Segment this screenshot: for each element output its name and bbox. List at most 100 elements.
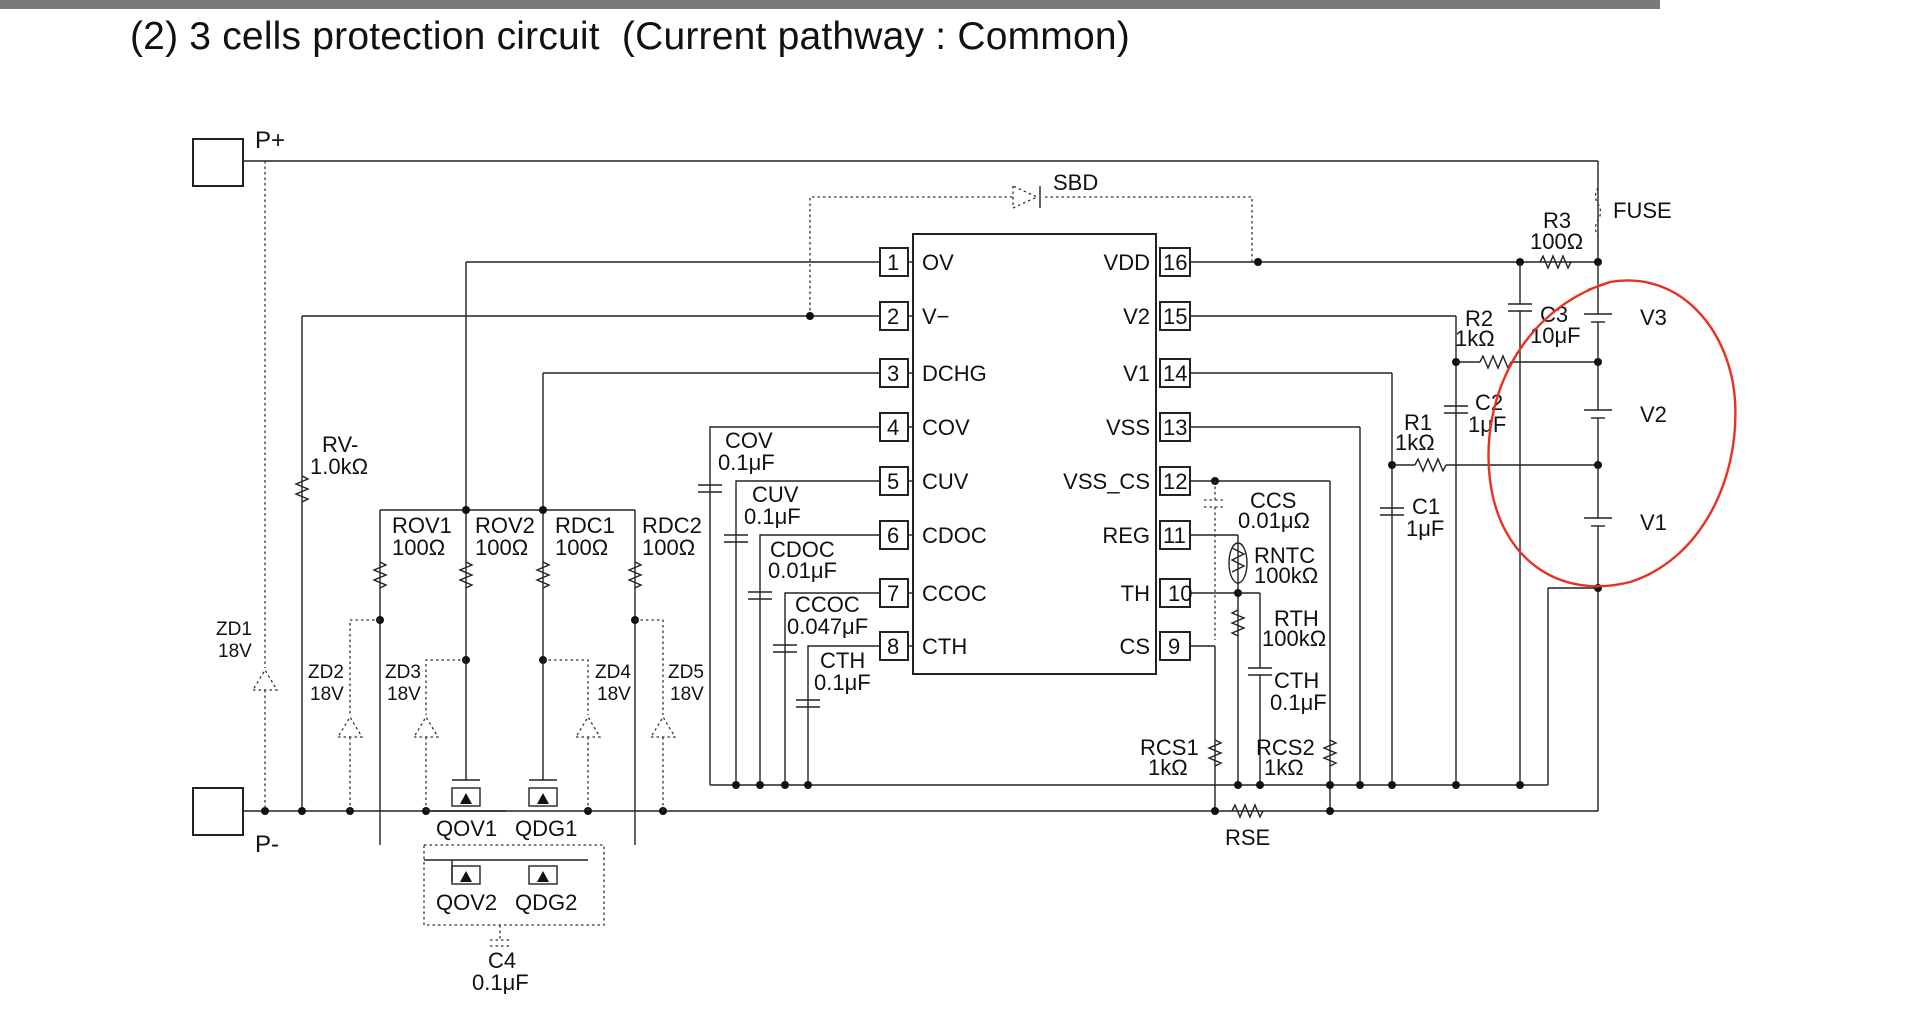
svg-text:VSS: VSS — [1106, 415, 1150, 440]
svg-text:P+: P+ — [255, 127, 285, 154]
svg-text:SBD: SBD — [1053, 170, 1098, 195]
svg-text:9: 9 — [1168, 634, 1180, 659]
svg-text:18V: 18V — [387, 684, 421, 705]
zener-diodes: ZD1 18V ZD2 18V ZD3 18V ZD4 18V ZD5 — [216, 161, 704, 811]
svg-text:18V: 18V — [218, 641, 252, 662]
top-bar — [0, 0, 1660, 9]
svg-text:100Ω: 100Ω — [1530, 229, 1583, 254]
svg-text:12: 12 — [1163, 469, 1187, 494]
svg-text:QOV2: QOV2 — [436, 890, 497, 915]
svg-text:CCOC: CCOC — [795, 592, 860, 617]
svg-text:CCOC: CCOC — [922, 581, 987, 606]
svg-text:16: 16 — [1163, 250, 1187, 275]
svg-text:100kΩ: 100kΩ — [1262, 626, 1326, 651]
svg-text:14: 14 — [1163, 361, 1187, 386]
svg-text:100kΩ: 100kΩ — [1254, 563, 1318, 588]
svg-text:11: 11 — [1163, 523, 1186, 548]
svg-text:CUV: CUV — [922, 469, 969, 494]
svg-text:0.01μΩ: 0.01μΩ — [1238, 508, 1310, 533]
svg-text:DCHG: DCHG — [922, 361, 987, 386]
svg-text:C4: C4 — [488, 948, 516, 973]
svg-text:100Ω: 100Ω — [392, 535, 445, 560]
svg-text:FUSE: FUSE — [1613, 198, 1672, 223]
terminal-p-plus: P+ — [192, 127, 285, 187]
svg-text:0.1μF: 0.1μF — [1270, 690, 1327, 715]
ic-chip: 1 2 3 4 5 6 7 8 OV V− DCHG COV CUV CDOC … — [879, 233, 1192, 675]
svg-text:R3: R3 — [1543, 208, 1571, 233]
svg-text:CTH: CTH — [820, 648, 865, 673]
svg-text:100Ω: 100Ω — [642, 535, 695, 560]
svg-text:6: 6 — [887, 523, 899, 548]
svg-text:TH: TH — [1121, 581, 1150, 606]
svg-text:0.01μF: 0.01μF — [768, 558, 837, 583]
svg-text:CUV: CUV — [752, 482, 799, 507]
fuse: FUSE — [1594, 187, 1672, 237]
cell-labels: V3 V2 V1 — [1640, 305, 1667, 535]
svg-text:15: 15 — [1163, 304, 1187, 329]
svg-text:10: 10 — [1168, 581, 1192, 606]
svg-text:QDG1: QDG1 — [515, 816, 577, 841]
svg-text:VSS_CS: VSS_CS — [1063, 469, 1150, 494]
svg-text:8: 8 — [887, 634, 899, 659]
svg-text:0.1μF: 0.1μF — [814, 670, 871, 695]
timing-capacitors: COV 0.1μF CUV 0.1μF CDOC 0.01μF CCOC 0.0… — [698, 426, 880, 789]
svg-text:1.0kΩ: 1.0kΩ — [310, 454, 368, 479]
svg-text:RCS1: RCS1 — [1140, 735, 1199, 760]
left-wiring: RV- 1.0kΩ ROV1 100Ω ROV2 100Ω RDC1 — [261, 261, 880, 845]
svg-text:ZD3: ZD3 — [385, 662, 421, 683]
svg-text:1μF: 1μF — [1468, 412, 1506, 437]
svg-text:3: 3 — [887, 361, 899, 386]
svg-text:18V: 18V — [670, 684, 704, 705]
svg-text:2: 2 — [887, 304, 899, 329]
mosfets: QOV1 QDG1 QOV2 QDG2 C4 0.1μF — [423, 660, 605, 995]
svg-text:V2: V2 — [1123, 304, 1150, 329]
sense-wiring: CCS 0.01μΩ RNTC 100kΩ RTH 100kΩ CTH 0.1 — [1140, 477, 1338, 850]
svg-text:0.047μF: 0.047μF — [787, 614, 868, 639]
svg-text:RNTC: RNTC — [1254, 543, 1315, 568]
svg-text:COV: COV — [725, 428, 773, 453]
svg-text:1kΩ: 1kΩ — [1455, 326, 1495, 351]
svg-text:ZD2: ZD2 — [308, 662, 344, 683]
svg-text:RTH: RTH — [1274, 606, 1319, 631]
svg-text:4: 4 — [887, 415, 899, 440]
svg-text:RDC2: RDC2 — [642, 513, 702, 538]
svg-text:CDOC: CDOC — [922, 523, 987, 548]
svg-text:100Ω: 100Ω — [555, 535, 608, 560]
svg-text:ROV2: ROV2 — [475, 513, 535, 538]
svg-text:P-: P- — [255, 831, 279, 858]
svg-text:ZD4: ZD4 — [595, 662, 631, 683]
svg-text:R2: R2 — [1465, 306, 1493, 331]
cell-v2-label: V2 — [1640, 402, 1667, 427]
svg-text:ZD1: ZD1 — [216, 619, 252, 640]
cell-v3-label: V3 — [1640, 305, 1667, 330]
svg-text:ZD5: ZD5 — [668, 662, 704, 683]
svg-text:RCS2: RCS2 — [1256, 735, 1315, 760]
svg-text:QOV1: QOV1 — [436, 816, 497, 841]
svg-text:100Ω: 100Ω — [475, 535, 528, 560]
svg-text:QDG2: QDG2 — [515, 890, 577, 915]
svg-text:RDC1: RDC1 — [555, 513, 615, 538]
svg-text:CS: CS — [1119, 634, 1150, 659]
svg-text:1μF: 1μF — [1406, 516, 1444, 541]
svg-text:ROV1: ROV1 — [392, 513, 452, 538]
svg-text:C1: C1 — [1412, 494, 1440, 519]
cell-v1-label: V1 — [1640, 510, 1667, 535]
svg-text:0.1μF: 0.1μF — [718, 450, 775, 475]
red-annotation-circle — [1487, 279, 1737, 588]
svg-text:V−: V− — [922, 304, 950, 329]
svg-text:RSE: RSE — [1225, 825, 1270, 850]
svg-text:R1: R1 — [1404, 410, 1432, 435]
svg-text:OV: OV — [922, 250, 954, 275]
svg-text:0.1μF: 0.1μF — [472, 970, 529, 995]
svg-text:REG: REG — [1102, 523, 1150, 548]
svg-text:1kΩ: 1kΩ — [1395, 430, 1435, 455]
svg-text:RV-: RV- — [322, 432, 358, 457]
svg-text:V1: V1 — [1123, 361, 1150, 386]
svg-text:7: 7 — [887, 581, 899, 606]
svg-text:C3: C3 — [1540, 302, 1568, 327]
svg-text:1kΩ: 1kΩ — [1148, 755, 1188, 780]
svg-text:CTH: CTH — [1274, 668, 1319, 693]
page-title: (2) 3 cells protection circuit (Current … — [130, 15, 1130, 58]
